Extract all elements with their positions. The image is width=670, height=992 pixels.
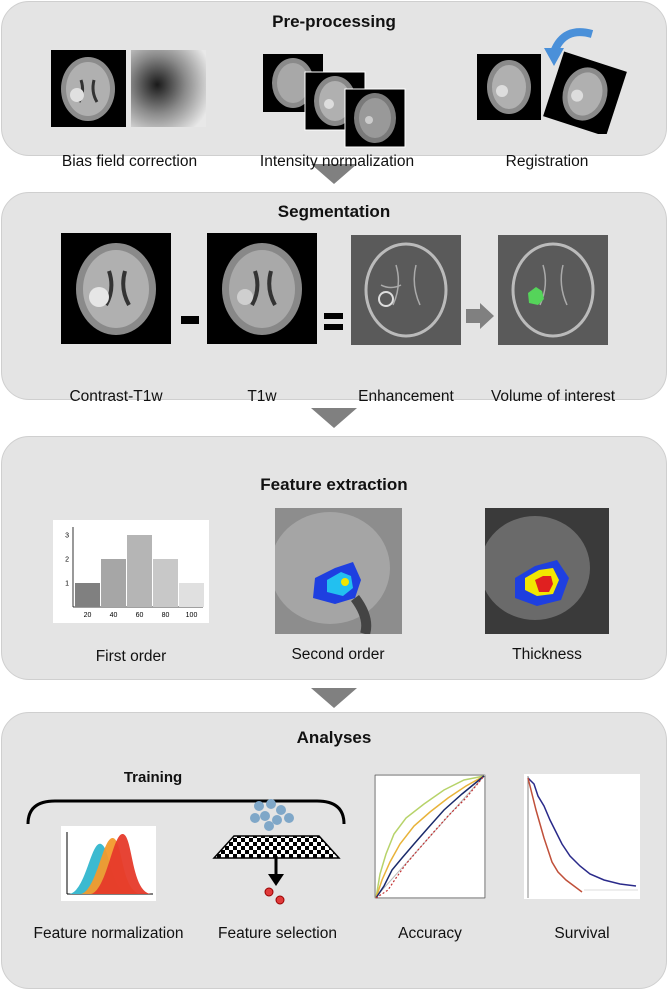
survival-label: Survival bbox=[554, 925, 610, 942]
second-order-label: Second order bbox=[291, 646, 385, 663]
enhancement-label: Enhancement bbox=[358, 388, 454, 405]
preprocessing-title: Pre-processing bbox=[272, 12, 396, 31]
registration-label: Registration bbox=[505, 153, 589, 170]
equals-sign-top bbox=[324, 313, 343, 319]
thickness-label: Thickness bbox=[512, 646, 582, 663]
analyses-title: Analyses bbox=[296, 728, 372, 747]
preprocessing-panel: Pre-processing Bias field correction Int… bbox=[1, 1, 667, 170]
down-arrow-3 bbox=[311, 688, 357, 708]
volume-of-interest-image bbox=[498, 235, 608, 345]
feature-extraction-panel: Feature extraction 20 40 60 80 100 1 2 3 First … bbox=[1, 436, 667, 680]
training-bracket bbox=[26, 799, 346, 825]
registration-image bbox=[477, 28, 627, 134]
bias-field-map bbox=[131, 50, 206, 127]
histogram-y-tick: 1 bbox=[65, 581, 69, 588]
minus-sign bbox=[181, 316, 199, 324]
contrast-t1w-label: Contrast-T1w bbox=[69, 388, 163, 405]
second-order-map bbox=[275, 508, 402, 634]
first-order-histogram: 20 40 60 80 100 1 2 3 bbox=[53, 520, 209, 623]
survival-curve-chart bbox=[524, 774, 640, 899]
mri-stack-image bbox=[263, 54, 406, 148]
segmentation-panel: Segmentation Contrast-T1w T1w Enhancemen… bbox=[1, 192, 667, 405]
histogram-bar bbox=[153, 559, 178, 607]
feature-selection-filter-icon bbox=[212, 799, 341, 905]
histogram-x-tick: 80 bbox=[162, 612, 170, 619]
segmentation-title: Segmentation bbox=[277, 202, 391, 221]
selection-label: Feature selection bbox=[218, 925, 337, 942]
histogram-bar bbox=[75, 583, 100, 607]
accuracy-roc-chart bbox=[374, 774, 486, 899]
histogram-x-tick: 60 bbox=[136, 612, 144, 619]
accuracy-label: Accuracy bbox=[398, 925, 462, 942]
thickness-map bbox=[485, 508, 609, 634]
histogram-bar bbox=[101, 559, 126, 607]
bias-field-label: Bias field correction bbox=[61, 153, 198, 170]
histogram-bar bbox=[179, 583, 204, 607]
normalization-label: Feature normalization bbox=[33, 925, 184, 942]
down-arrow-2 bbox=[311, 408, 357, 428]
contrast-t1w-image bbox=[61, 233, 171, 344]
first-order-label: First order bbox=[95, 648, 167, 665]
training-label: Training bbox=[123, 769, 183, 786]
histogram-x-tick: 40 bbox=[110, 612, 118, 619]
histogram-y-tick: 3 bbox=[65, 533, 69, 540]
enhancement-image bbox=[351, 235, 461, 345]
t1w-label: T1w bbox=[247, 388, 277, 405]
brain-mri-image bbox=[51, 50, 126, 127]
intensity-label: Intensity normalization bbox=[259, 153, 415, 170]
histogram-x-tick: 100 bbox=[186, 612, 198, 619]
features-title: Feature extraction bbox=[260, 475, 408, 494]
down-arrow-1 bbox=[311, 164, 357, 184]
histogram-x-tick: 20 bbox=[84, 612, 92, 619]
t1w-image bbox=[207, 233, 317, 344]
voi-label: Volume of interest bbox=[490, 388, 616, 405]
equals-sign-bottom bbox=[324, 324, 343, 330]
histogram-y-tick: 2 bbox=[65, 557, 69, 564]
right-arrow-icon bbox=[466, 303, 494, 329]
histogram-bar bbox=[127, 535, 152, 607]
analyses-panel: Analyses Training Feature normalization … bbox=[1, 712, 667, 989]
normalization-distributions-image bbox=[61, 826, 156, 901]
